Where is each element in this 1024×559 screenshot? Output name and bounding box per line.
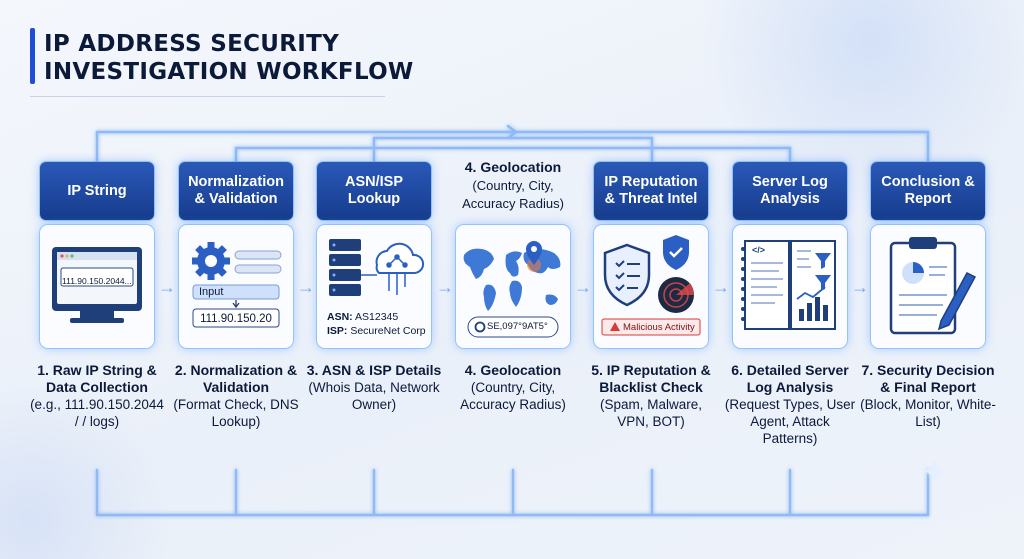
step-2-caption-title: 2. Normalization & Validation [174, 362, 298, 395]
step-7-caption-detail: (Block, Monitor, White-List) [860, 397, 996, 429]
clipboard-report-icon [889, 237, 977, 335]
step-2-header: Normalization & Validation [179, 162, 293, 220]
arrow-right-icon: → [436, 277, 454, 297]
step-5-header-label: IP Reputation & Threat Intel [604, 174, 698, 207]
step-5-caption-title: 5. IP Reputation & Blacklist Check [591, 362, 711, 395]
monitor-icon [52, 247, 142, 323]
step-2-header-label: Normalization & Validation [188, 174, 284, 207]
step-3-header: ASN/ISP Lookup [317, 162, 431, 220]
step-3-isp-label: ISP: [327, 325, 348, 337]
step-4-coordinates: SE,097°9AT5° [487, 321, 548, 332]
map-pin-icon [526, 241, 542, 265]
arrow-right-icon: → [851, 277, 869, 297]
step-4-caption: 4. Geolocation (Country, City, Accuracy … [445, 362, 581, 413]
step-3-caption: 3. ASN & ISP Details (Whois Data, Networ… [306, 362, 442, 413]
page-title-line-1: IP ADDRESS SECURITY [44, 31, 340, 57]
step-4-header-detail: (Country, City, Accuracy Radius) [462, 178, 564, 211]
step-3-asn-row: ASN: AS12345 [327, 311, 398, 323]
step-6-code-icon: </> [752, 245, 766, 255]
top-loop-mid [372, 136, 654, 164]
step-5-card: Malicious Activity [594, 225, 708, 348]
step-6-caption-title: 6. Detailed Server Log Analysis [731, 362, 849, 395]
page-title: IP ADDRESS SECURITY INVESTIGATION WORKFL… [44, 30, 414, 86]
top-loop-outer [95, 130, 930, 164]
step-1-caption: 1. Raw IP String & Data Collection (e.g.… [29, 362, 165, 430]
step-6-card: </> [733, 225, 847, 348]
step-7-card [871, 225, 985, 348]
step-3-card: ASN: AS12345 ISP: SecureNet Corp [317, 225, 431, 348]
step-2-ip-text: 111.90.150.20 [200, 313, 272, 325]
arrow-right-icon: → [297, 277, 315, 297]
step-5-caption: 5. IP Reputation & Blacklist Check (Spam… [583, 362, 719, 430]
step-5-header: IP Reputation & Threat Intel [594, 162, 708, 220]
step-6-caption-detail: (Request Types, User Agent, Attack Patte… [724, 397, 856, 446]
step-4-card: SE,097°9AT5° [456, 225, 570, 348]
step-6-header-label: Server Log Analysis [752, 174, 828, 207]
sparkle-icon [923, 460, 945, 482]
top-loop-arrowhead [506, 124, 518, 140]
shield-check-icon [601, 235, 701, 336]
step-3-header-label: ASN/ISP Lookup [344, 174, 403, 207]
step-1-caption-detail: (e.g., 111.90.150.2044 / / logs) [30, 397, 164, 429]
step-1-caption-title: 1. Raw IP String & Data Collection [37, 362, 157, 395]
step-2-caption-detail: (Format Check, DNS Lookup) [173, 397, 299, 429]
step-1-ip-text: 111.90.150.2044... [62, 276, 132, 286]
step-3-isp-value: SecureNet Corp [350, 325, 426, 337]
arrow-right-icon: → [574, 277, 592, 297]
step-4-caption-detail: (Country, City, Accuracy Radius) [460, 380, 566, 412]
arrow-right-icon: → [158, 277, 176, 297]
step-6-header: Server Log Analysis [733, 162, 847, 220]
page-title-line-2: INVESTIGATION WORKFLOW [44, 59, 414, 85]
log-book-icon [741, 240, 836, 330]
step-4-header: 4. Geolocation (Country, City, Accuracy … [453, 158, 573, 213]
step-7-header: Conclusion & Report [871, 162, 985, 220]
step-1-header-label: IP String [67, 182, 127, 199]
warning-icon [610, 322, 620, 331]
gear-icon [192, 242, 282, 328]
step-2-caption: 2. Normalization & Validation (Format Ch… [168, 362, 304, 430]
step-1-header: IP String [40, 162, 154, 220]
step-2-input-label: Input [199, 286, 224, 298]
filter-icon [815, 253, 831, 269]
arrow-right-icon: → [712, 277, 730, 297]
top-loop-inner [234, 146, 792, 164]
world-map-icon [463, 241, 561, 338]
step-6-caption: 6. Detailed Server Log Analysis (Request… [722, 362, 858, 447]
title-divider [30, 96, 385, 97]
step-5-alert-text: Malicious Activity [623, 322, 695, 333]
step-3-asn-value: AS12345 [355, 311, 399, 323]
step-4-header-title: 4. Geolocation [464, 159, 562, 175]
step-5-caption-detail: (Spam, Malware, VPN, BOT) [599, 397, 703, 429]
step-3-caption-title: 3. ASN & ISP Details [306, 362, 442, 378]
step-3-isp-row: ISP: SecureNet Corp [327, 325, 426, 337]
step-4-caption-title: 4. Geolocation [464, 362, 562, 378]
step-3-asn-label: ASN: [327, 311, 353, 323]
server-cloud-icon [329, 239, 424, 296]
pen-icon [937, 272, 977, 331]
step-2-card: Input 111.90.150.20 [179, 225, 293, 348]
step-7-header-label: Conclusion & Report [881, 174, 975, 207]
step-1-card: 111.90.150.2044... [40, 225, 154, 348]
step-3-caption-detail: (Whois Data, Network Owner) [308, 380, 440, 412]
title-accent-bar [30, 28, 35, 84]
step-7-caption: 7. Security Decision & Final Report (Blo… [860, 362, 996, 430]
step-7-caption-title: 7. Security Decision & Final Report [861, 362, 995, 395]
